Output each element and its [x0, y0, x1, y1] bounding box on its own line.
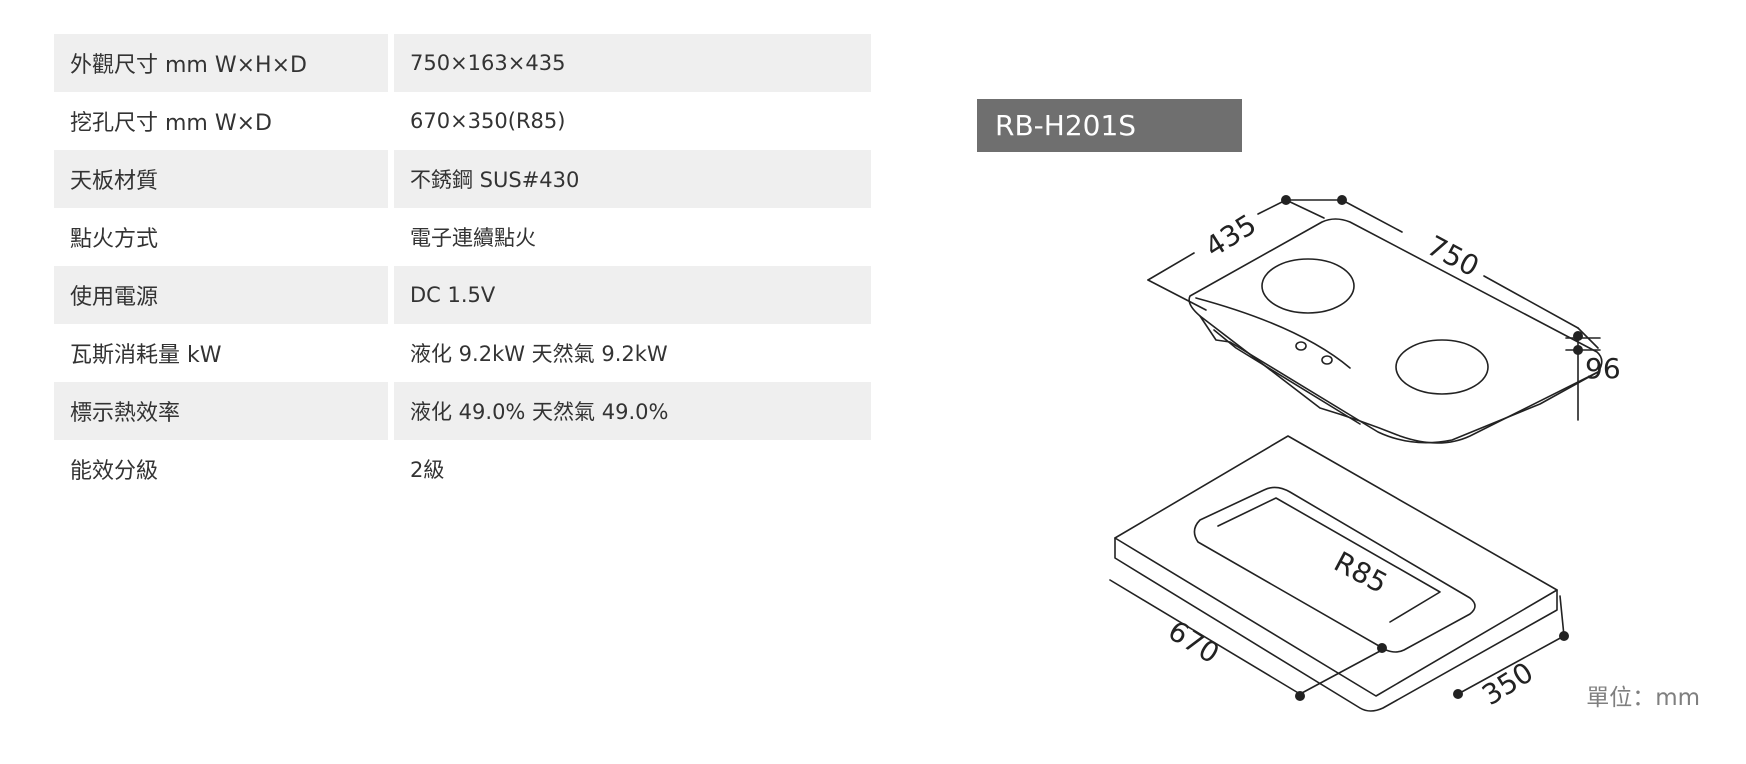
- burner-left: [1261, 258, 1355, 314]
- spec-value: 750×163×435: [394, 34, 871, 92]
- spec-value: DC 1.5V: [394, 266, 871, 324]
- countertop-outline: [1114, 435, 1558, 712]
- control-curve: [1195, 297, 1351, 369]
- dim-height-label: 96: [1585, 352, 1621, 385]
- spec-row-material: 天板材質 不銹鋼 SUS#430: [54, 150, 871, 208]
- knob-2: [1321, 355, 1333, 365]
- spec-value: 2級: [410, 458, 445, 482]
- spec-label: 挖孔尺寸 mm W×D: [70, 111, 272, 136]
- dim-cut-depth-label: 350: [1476, 656, 1539, 712]
- spec-value: 液化 9.2kW 天然氣 9.2kW: [410, 342, 668, 366]
- cooktop-base: [1199, 315, 1599, 444]
- spec-row-cutout: 挖孔尺寸 mm W×D 670×350(R85): [54, 92, 871, 150]
- spec-label: 天板材質: [54, 150, 388, 208]
- spec-label: 標示熱效率: [54, 382, 388, 440]
- spec-row-ignition: 點火方式 電子連續點火: [54, 208, 871, 266]
- dimension-diagram: 435 750 96 R85 670 350: [1109, 195, 1621, 712]
- unit-label: 單位：mm: [1586, 685, 1700, 711]
- dim-cut-width-label: 670: [1162, 614, 1225, 670]
- spec-row-power: 使用電源 DC 1.5V: [54, 266, 871, 324]
- dim-depth-label: 435: [1199, 208, 1262, 264]
- knob-1: [1295, 341, 1307, 351]
- spec-label: 外觀尺寸 mm W×H×D: [54, 34, 388, 92]
- spec-row-gas-consumption: 瓦斯消耗量 kW 液化 9.2kW 天然氣 9.2kW: [54, 324, 871, 382]
- spec-value: 液化 49.0% 天然氣 49.0%: [394, 382, 871, 440]
- burner-right: [1395, 339, 1489, 395]
- spec-label: 瓦斯消耗量 kW: [70, 343, 222, 368]
- dim-radius-label: R85: [1329, 545, 1393, 600]
- cooktop-outline: [1188, 218, 1603, 444]
- spec-value: 670×350(R85): [410, 109, 566, 133]
- spec-row-efficiency: 標示熱效率 液化 49.0% 天然氣 49.0%: [54, 382, 871, 440]
- spec-value: 電子連續點火: [410, 226, 536, 250]
- spec-row-dimensions: 外觀尺寸 mm W×H×D 750×163×435: [54, 34, 871, 92]
- spec-value: 不銹鋼 SUS#430: [394, 150, 871, 208]
- spec-label: 點火方式: [70, 227, 159, 252]
- spec-row-energy-grade: 能效分級 2級: [54, 440, 871, 498]
- spec-table: 外觀尺寸 mm W×H×D 750×163×435 挖孔尺寸 mm W×D 67…: [48, 34, 877, 498]
- countertop-cutout-inner: [1217, 497, 1441, 623]
- spec-label: 使用電源: [54, 266, 388, 324]
- countertop-front: [1114, 537, 1558, 697]
- model-badge: RB-H201S: [977, 99, 1242, 152]
- cooktop-base-edge: [1213, 329, 1361, 425]
- spec-label: 能效分級: [70, 459, 159, 484]
- dim-width-label: 750: [1422, 229, 1485, 283]
- countertop-cutout: [1193, 486, 1476, 653]
